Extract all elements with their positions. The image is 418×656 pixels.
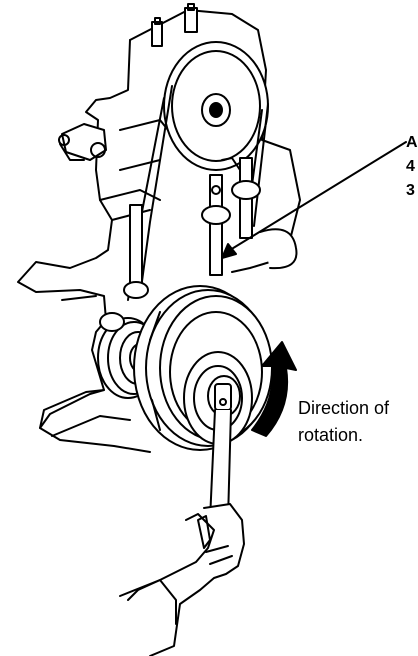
water-pump-housing xyxy=(259,228,298,270)
rotation-label-line-1: Direction of xyxy=(298,398,390,418)
callout-line-3: 3 xyxy=(406,182,415,199)
callout-label: A 4 3 xyxy=(406,131,418,203)
rotation-label-line-2: rotation. xyxy=(298,425,364,445)
callout-line-1: A xyxy=(406,134,418,151)
rotation-arrow-icon xyxy=(251,341,297,437)
cam-pulley xyxy=(163,41,269,171)
hand xyxy=(119,503,245,656)
socket-wrench xyxy=(207,375,241,521)
adjust-bolts xyxy=(123,157,261,299)
callout-line-2: 4 xyxy=(406,158,415,175)
crankshaft-pulley xyxy=(133,285,273,451)
callout-leader xyxy=(221,141,407,259)
